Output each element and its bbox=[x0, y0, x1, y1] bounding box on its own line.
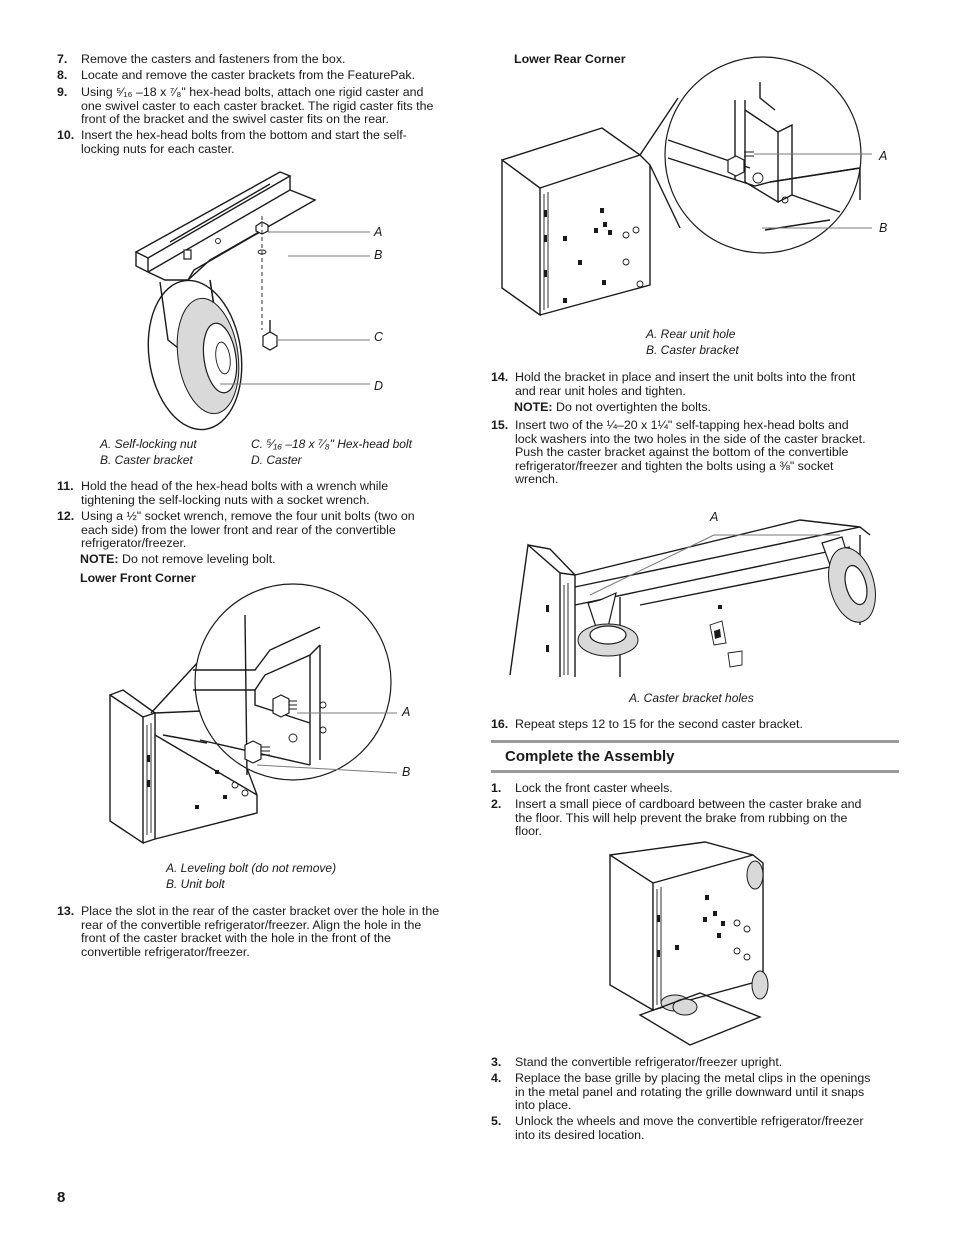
step-item: 13. Place the slot in the rear of the cas… bbox=[57, 904, 477, 959]
step-number: 14. bbox=[491, 370, 509, 384]
step-item: 12. Using a ½" socket wrench, remove the … bbox=[57, 509, 477, 551]
step-text-line: lock washers into the two holes in the s… bbox=[515, 431, 866, 446]
step-text-line: the floor. This will help prevent the br… bbox=[515, 810, 848, 825]
step-number: 9. bbox=[57, 85, 68, 99]
step-text-line: front of the caster bracket with the hol… bbox=[81, 931, 391, 946]
note-label: NOTE: bbox=[80, 552, 119, 566]
rear-label-b: B bbox=[879, 221, 888, 235]
step-item: 7. Remove the casters and fasteners from … bbox=[57, 52, 477, 67]
step-item: 11. Hold the head of the hex-head bolts w… bbox=[57, 479, 477, 507]
section-heading: Complete the Assembly bbox=[505, 748, 675, 765]
step-item: 9. Using ⁵⁄₁₆ –18 x ⁷⁄₈" hex-head bolts, … bbox=[57, 85, 477, 127]
lower-front-corner-illustration bbox=[109, 583, 398, 845]
caster-label-a: A bbox=[374, 225, 383, 239]
step-item: 10. Insert the hex-head bolts from the bo… bbox=[57, 128, 477, 156]
step-text-line: Place the slot in the rear of the caster… bbox=[81, 904, 440, 918]
step-text-line: Hold the head of the hex-head bolts with… bbox=[81, 479, 389, 493]
step-number: 8. bbox=[57, 68, 68, 82]
complete-assembly-heading-box: Complete the Assembly bbox=[491, 740, 899, 773]
page-number: 8 bbox=[57, 1189, 66, 1206]
step-text-line: Insert a small piece of cardboard betwee… bbox=[515, 797, 862, 811]
step-text-line: front of the bracket and the swivel cast… bbox=[81, 112, 389, 127]
step-number: 7. bbox=[57, 52, 68, 66]
step-item: 15. Insert two of the ¼–20 x 1¼" self-tap… bbox=[491, 418, 911, 487]
step-text-line: Repeat steps 12 to 15 for the second cas… bbox=[515, 717, 803, 731]
step-text-line: Insert the hex-head bolts from the botto… bbox=[81, 128, 407, 142]
step-text-line: locking nuts for each caster. bbox=[81, 141, 235, 156]
caster-label-c: C bbox=[374, 330, 384, 344]
front-label-a: A bbox=[402, 705, 411, 719]
rear-legend-a: A. Rear unit hole bbox=[646, 327, 736, 341]
step-text-line: tightening the self-locking nuts with a … bbox=[81, 492, 370, 507]
step-item: 1. Lock the front caster wheels. bbox=[491, 781, 911, 796]
step-item: 8. Locate and remove the caster brackets … bbox=[57, 68, 477, 83]
caster-label-d: D bbox=[374, 379, 384, 393]
step-text-line: Push the caster bracket against the bott… bbox=[515, 445, 849, 460]
caster-legend-d: D. Caster bbox=[251, 453, 302, 467]
step-number: 15. bbox=[491, 418, 509, 432]
step-text-line: and rear unit holes and tighten. bbox=[515, 383, 686, 398]
step-text-line: Replace the base grille by placing the m… bbox=[515, 1071, 871, 1085]
step-text-line: Unlock the wheels and move the convertib… bbox=[515, 1114, 864, 1128]
note-text: Do not overtighten the bolts. bbox=[552, 400, 711, 414]
step-text-line: into its desired location. bbox=[515, 1127, 645, 1142]
step-text-line: Using a ½" socket wrench, remove the fou… bbox=[81, 509, 415, 523]
rear-legend-b: B. Caster bracket bbox=[646, 343, 739, 357]
note-step-12: NOTE: Do not remove leveling bolt. bbox=[80, 552, 276, 567]
step-number: 2. bbox=[491, 797, 502, 811]
caster-legend-c: C. ⁵⁄₁₆ –18 x ⁷⁄₈" Hex-head bolt bbox=[251, 437, 412, 451]
step-text-line: Hold the bracket in place and insert the… bbox=[515, 370, 856, 384]
front-legend-b: B. Unit bolt bbox=[166, 877, 225, 891]
step-text-line: in the metal panel and rotating the gril… bbox=[515, 1084, 865, 1099]
step-text-line: Using ⁵⁄₁₆ –18 x ⁷⁄₈" hex-head bolts, at… bbox=[81, 85, 424, 99]
lower-front-corner-title: Lower Front Corner bbox=[80, 571, 196, 585]
step-text-line: refrigerator/freezer. bbox=[81, 536, 187, 551]
step-text-line: Stand the convertible refrigerator/freez… bbox=[515, 1055, 783, 1069]
step-number: 13. bbox=[57, 904, 75, 918]
step-item: 5. Unlock the wheels and move the convert… bbox=[491, 1114, 911, 1142]
step-number: 4. bbox=[491, 1071, 502, 1085]
step-text-line: Insert two of the ¼–20 x 1¼" self-tappin… bbox=[515, 418, 849, 432]
step-text-line: Locate and remove the caster brackets fr… bbox=[81, 68, 416, 82]
step-text-line: Remove the casters and fasteners from th… bbox=[81, 52, 346, 66]
caster-assembly-illustration bbox=[134, 171, 370, 431]
holes-legend-a: A. Caster bracket holes bbox=[629, 691, 754, 705]
step-text-line: rear of the convertible refrigerator/fre… bbox=[81, 917, 422, 932]
step-number: 3. bbox=[491, 1055, 502, 1069]
step-text-line: each side) from the lower front and rear… bbox=[81, 522, 396, 537]
step-item: 2. Insert a small piece of cardboard betw… bbox=[491, 797, 911, 839]
front-label-b: B bbox=[402, 765, 411, 779]
step-number: 11. bbox=[57, 479, 74, 493]
note-label: NOTE: bbox=[514, 400, 553, 414]
step-number: 12. bbox=[57, 509, 75, 523]
step-text-line: refrigerator/freezer and tighten the bol… bbox=[515, 458, 834, 473]
step-number: 5. bbox=[491, 1114, 502, 1128]
lower-rear-corner-illustration bbox=[501, 56, 872, 317]
cardboard-under-caster-illustration bbox=[609, 841, 769, 1046]
step-item: 3. Stand the convertible refrigerator/fre… bbox=[491, 1055, 911, 1070]
step-text-line: floor. bbox=[515, 824, 542, 839]
step-text-line: one swivel caster to each caster bracket… bbox=[81, 98, 434, 113]
step-item: 4. Replace the base grille by placing the… bbox=[491, 1071, 911, 1113]
step-text-line: into place. bbox=[515, 1098, 572, 1113]
step-text-line: convertible refrigerator/freezer. bbox=[81, 944, 250, 959]
caster-label-b: B bbox=[374, 248, 383, 262]
caster-legend-b: B. Caster bracket bbox=[100, 453, 193, 467]
caster-legend-a: A. Self-locking nut bbox=[100, 437, 197, 451]
step-number: 10. bbox=[57, 128, 75, 142]
step-number: 1. bbox=[491, 781, 502, 795]
note-text: Do not remove leveling bolt. bbox=[118, 552, 276, 566]
step-text-line: Lock the front caster wheels. bbox=[515, 781, 673, 795]
step-text-line: wrench. bbox=[515, 472, 559, 487]
step-item: 16. Repeat steps 12 to 15 for the second … bbox=[491, 717, 911, 732]
front-legend-a: A. Leveling bolt (do not remove) bbox=[166, 861, 337, 875]
caster-bracket-holes-illustration bbox=[509, 519, 876, 677]
step-number: 16. bbox=[491, 717, 509, 731]
holes-label-a: A bbox=[710, 510, 719, 524]
lower-rear-corner-title: Lower Rear Corner bbox=[514, 52, 626, 66]
rear-label-a: A bbox=[879, 149, 888, 163]
step-item: 14. Hold the bracket in place and insert … bbox=[491, 370, 911, 398]
note-step-14: NOTE: Do not overtighten the bolts. bbox=[514, 400, 711, 415]
